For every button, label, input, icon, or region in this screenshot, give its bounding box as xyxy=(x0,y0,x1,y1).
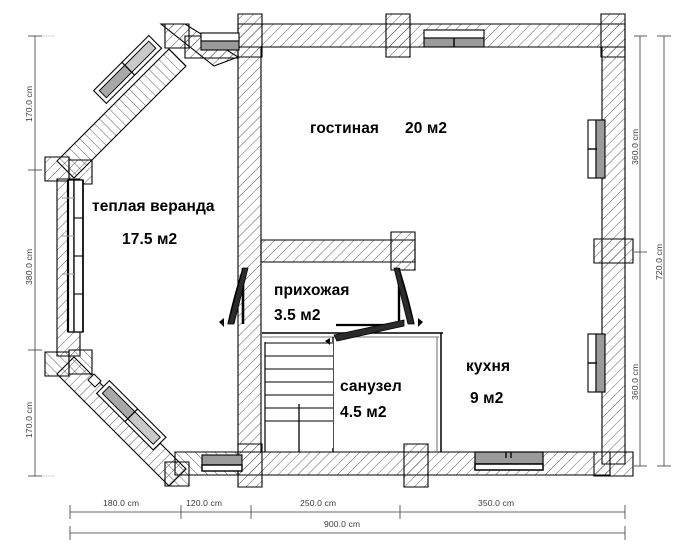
door-veranda-lower-diagonal xyxy=(87,373,167,451)
window-bottom-kitchen xyxy=(474,451,544,471)
staircase xyxy=(264,342,333,452)
window-right-lower xyxy=(587,333,606,393)
post-top-mid xyxy=(385,13,411,58)
doors-group xyxy=(87,34,423,451)
dim-bottom-1: 180.0 cm xyxy=(103,498,140,508)
door-prihozhaya-left xyxy=(219,267,249,327)
room-label-gostinaya-name: гостиная xyxy=(310,120,380,137)
room-label-gostinaya-area: 20 м2 xyxy=(405,120,448,137)
room-label-prihozhaya-name: прихожая xyxy=(274,282,350,299)
door-sanuzel xyxy=(325,319,405,345)
dim-bottom-3: 250.0 cm xyxy=(300,498,337,508)
window-bottom-left xyxy=(201,454,243,472)
room-label-sanuzel-area: 4.5 м2 xyxy=(340,404,387,421)
dim-left-2: 380.0 cm xyxy=(24,248,34,285)
dim-bottom-2: 120.0 cm xyxy=(186,498,223,508)
room-label-prihozhaya-area: 3.5 м2 xyxy=(274,307,321,324)
room-label-kuhnya-name: кухня xyxy=(466,358,511,375)
room-label-veranda-area: 17.5 м2 xyxy=(122,231,178,248)
dim-bottom-4: 350.0 cm xyxy=(478,498,515,508)
post-right-mid xyxy=(593,238,634,264)
post-interior-hall xyxy=(390,231,416,271)
window-top-left xyxy=(423,29,485,48)
dim-left-1: 170.0 cm xyxy=(24,85,34,122)
door-prihozhaya-right xyxy=(393,267,423,327)
room-label-veranda-name: теплая веранда xyxy=(92,198,215,215)
window-left-tall xyxy=(62,179,84,333)
post-bottom-mid xyxy=(403,443,429,488)
dim-right-inner-2: 360.0 cm xyxy=(630,363,640,400)
dim-right-inner-1: 360.0 cm xyxy=(630,128,640,165)
dimension-lines xyxy=(28,35,671,540)
window-top-right xyxy=(200,32,240,51)
room-label-sanuzel-name: санузел xyxy=(340,378,402,395)
room-label-kuhnya-area: 9 м2 xyxy=(470,390,504,407)
window-right-upper xyxy=(587,119,606,179)
windows-group xyxy=(62,29,606,472)
dim-bottom-total: 900.0 cm xyxy=(324,519,361,529)
door-veranda-upper-diagonal xyxy=(92,34,163,105)
wall-center-vertical xyxy=(237,46,262,453)
dim-right-outer-total: 720.0 cm xyxy=(654,243,664,280)
dim-left-3: 170.0 cm xyxy=(24,401,34,438)
